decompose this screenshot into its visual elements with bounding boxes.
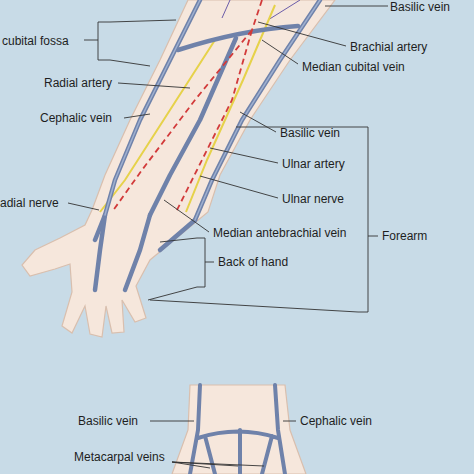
bracket (150, 127, 378, 312)
cephalic-vein (275, 385, 285, 474)
metacarpal-veins (198, 430, 278, 474)
ulnar-artery (176, 30, 252, 212)
brachial-artery (252, 0, 262, 30)
vein-highlight (195, 0, 320, 220)
part-label: Basilic vein (390, 0, 450, 14)
leader-line (283, 421, 296, 422)
bracket (84, 20, 176, 66)
part-label: Cephalic vein (40, 111, 112, 125)
part-label: Median cubital vein (302, 60, 405, 74)
part-label: cubital fossa (2, 34, 69, 48)
hand-outline (172, 385, 306, 474)
leader-line (150, 421, 194, 422)
leader-line (172, 462, 264, 468)
leader-line (118, 83, 190, 88)
part-label: Radial artery (44, 76, 112, 90)
part-label: Ulnar nerve (282, 192, 344, 206)
leader-line (258, 22, 346, 46)
part-label: Basilic vein (280, 126, 340, 140)
leader-line (200, 176, 278, 198)
part-label: Metacarpal veins (74, 450, 165, 464)
leader-line (240, 112, 276, 132)
leader-line (210, 148, 278, 163)
leader-line (164, 200, 209, 232)
basilic-vein (190, 385, 200, 474)
hand-vein (95, 215, 195, 290)
part-label: Ulnar artery (282, 157, 345, 171)
part-label: Brachial artery (350, 40, 427, 54)
vein-highlight (105, 0, 200, 215)
basilic-vein (195, 0, 320, 220)
leader-line (124, 114, 150, 118)
part-label: Cephalic vein (300, 414, 372, 428)
leader-line (325, 6, 388, 7)
part-label: Forearm (382, 229, 427, 243)
part-label: Back of hand (218, 255, 288, 269)
part-label: Basilic vein (78, 414, 138, 428)
leader-line (68, 203, 99, 210)
bracket (148, 238, 214, 300)
part-label: adial nerve (0, 196, 59, 210)
part-label: Median antebrachial vein (213, 226, 346, 240)
leader-line (262, 40, 298, 64)
